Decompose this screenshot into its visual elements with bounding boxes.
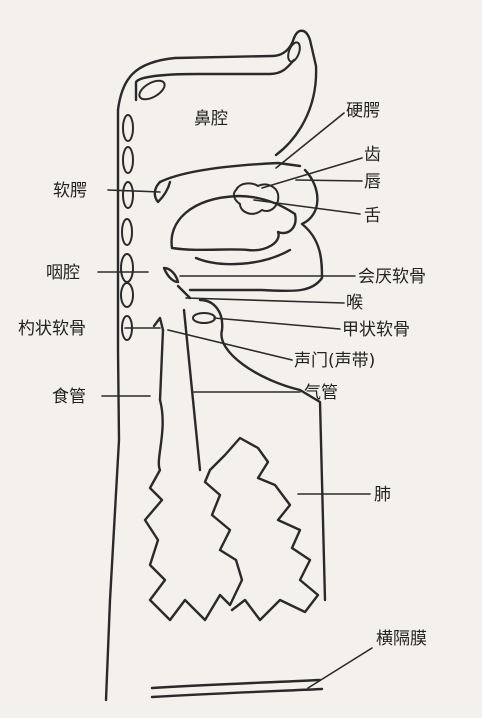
label-teeth: 齿 bbox=[364, 145, 381, 165]
label-trachea: 气管 bbox=[304, 383, 338, 403]
vertebra-5 bbox=[121, 254, 133, 282]
lung-left bbox=[145, 400, 242, 620]
label-lips: 唇 bbox=[364, 172, 381, 192]
vertebra-1 bbox=[123, 115, 133, 141]
label-pharynx: 咽腔 bbox=[46, 263, 80, 283]
body-outline bbox=[106, 110, 119, 700]
nose-outline bbox=[276, 31, 316, 155]
label-thyroid: 甲状软骨 bbox=[342, 320, 410, 340]
vertebra-3 bbox=[123, 182, 133, 208]
mouth-outline bbox=[190, 170, 322, 291]
label-larynx: 喉 bbox=[346, 293, 363, 313]
leader-soft-palate bbox=[108, 190, 160, 192]
thyroid-cartilage bbox=[193, 313, 215, 323]
esophagus-line bbox=[160, 330, 163, 400]
label-diaphragm: 横隔膜 bbox=[376, 629, 427, 649]
label-nasal-cavity: 鼻腔 bbox=[194, 109, 228, 129]
label-arytenoid: 杓状软骨 bbox=[18, 319, 86, 339]
epiglottis bbox=[164, 268, 178, 282]
label-tongue: 舌 bbox=[364, 206, 381, 226]
label-lung: 肺 bbox=[374, 485, 391, 505]
leader-tongue bbox=[254, 200, 360, 214]
leader-thyroid bbox=[214, 318, 340, 329]
label-glottis: 声门(声带) bbox=[294, 351, 375, 371]
vertebra-4 bbox=[122, 219, 132, 245]
vertebra-6 bbox=[121, 283, 133, 307]
lung-right bbox=[210, 438, 318, 620]
leader-lips bbox=[296, 180, 362, 181]
neck-front-outline bbox=[200, 300, 325, 600]
nose-inner-blob bbox=[286, 41, 302, 63]
label-soft-palate: 软腭 bbox=[53, 181, 87, 201]
label-epiglottis: 会厌软骨 bbox=[358, 267, 426, 287]
nasal-bone-blob bbox=[136, 77, 167, 103]
leader-diaphragm bbox=[308, 648, 372, 688]
label-esophagus: 食管 bbox=[52, 387, 86, 407]
leader-hard-palate bbox=[276, 113, 344, 168]
vertebra-2 bbox=[123, 147, 133, 173]
lower-jaw-inner bbox=[196, 250, 290, 264]
diaphragm-line-1 bbox=[152, 680, 320, 688]
diaphragm-line-2 bbox=[152, 689, 322, 697]
label-hard-palate: 硬腭 bbox=[346, 101, 380, 121]
larynx-channel bbox=[178, 286, 190, 298]
